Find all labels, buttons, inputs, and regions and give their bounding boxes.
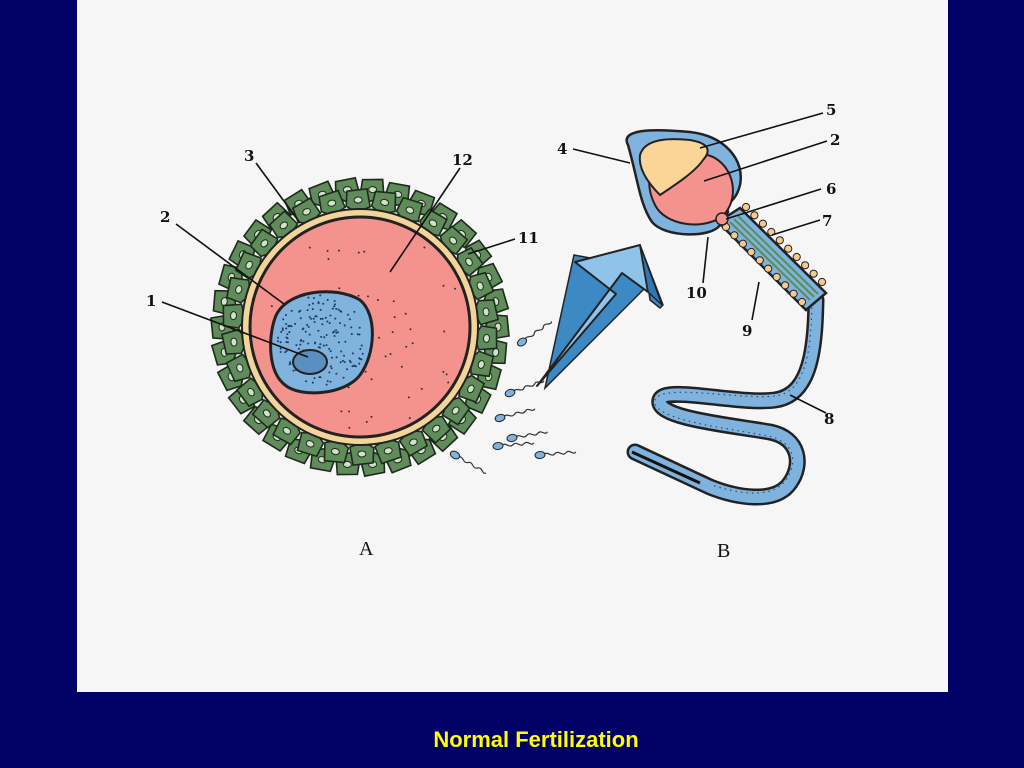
egg-label-1: 1 <box>146 292 156 310</box>
nucleolus <box>292 349 328 375</box>
corona-cell <box>398 429 429 458</box>
swimming-sperm <box>506 431 548 443</box>
mitochondrion <box>797 297 807 307</box>
mitochondrion <box>764 264 773 273</box>
mitochondrion <box>781 281 790 290</box>
cytoplasm-granules <box>270 246 456 429</box>
corona-cell <box>323 439 350 464</box>
sperm-cell <box>625 128 828 506</box>
egg-label-3: 3 <box>244 147 254 165</box>
mitochondrion <box>817 277 827 287</box>
fertilization-diagram: 1 2 3 12 11 <box>146 101 840 562</box>
corona-cell <box>222 303 247 329</box>
swimming-sperm <box>449 450 487 474</box>
mitochondrion <box>767 227 776 237</box>
mitochondrion <box>789 289 798 298</box>
mitochondrion <box>758 219 768 228</box>
swimming-sperm <box>494 408 536 423</box>
egg-cell <box>210 176 510 478</box>
acrosome <box>638 138 709 197</box>
mitochondrion <box>792 252 801 262</box>
sperm-label-10: 10 <box>686 284 707 302</box>
sperm-label-4: 4 <box>557 140 567 158</box>
sperm-label-6: 6 <box>826 180 836 198</box>
mitochondrion <box>772 272 781 282</box>
mitochondrion <box>730 231 739 240</box>
sperm-label-2: 2 <box>830 131 840 149</box>
sperm-leader-lines <box>572 112 828 414</box>
sperm-label-8: 8 <box>824 410 834 428</box>
mitochondrion <box>809 269 818 278</box>
swimming-sperm <box>534 450 577 460</box>
mitochondrion <box>755 256 764 265</box>
mitochondrion <box>784 244 793 253</box>
panel-label-a: A <box>359 538 374 560</box>
corona-cell <box>296 431 325 458</box>
axial-filament <box>729 215 819 301</box>
mitochondrion <box>738 239 748 248</box>
swimming-sperm <box>516 321 553 347</box>
sperm-label-9: 9 <box>742 322 752 340</box>
mitochondrion <box>801 261 810 270</box>
direction-arrow <box>536 243 664 391</box>
egg-label-12: 12 <box>452 151 473 169</box>
sperm-label-7: 7 <box>822 212 832 230</box>
mitochondrion <box>747 247 756 257</box>
slide-caption: Normal Fertilization <box>433 727 639 752</box>
sperm-label-5: 5 <box>826 101 836 119</box>
corona-radiata <box>210 176 510 478</box>
swimming-sperm <box>504 380 545 398</box>
mitochondrion <box>750 211 759 220</box>
egg-leader-lines <box>161 162 516 358</box>
swimming-sperm <box>492 441 535 451</box>
egg-label-2: 2 <box>160 208 170 226</box>
mitochondria <box>721 202 827 307</box>
mitochondrion <box>775 236 784 245</box>
mitochondrion <box>741 202 751 212</box>
panel-label-b: B <box>717 540 730 562</box>
egg-label-11: 11 <box>518 229 539 247</box>
